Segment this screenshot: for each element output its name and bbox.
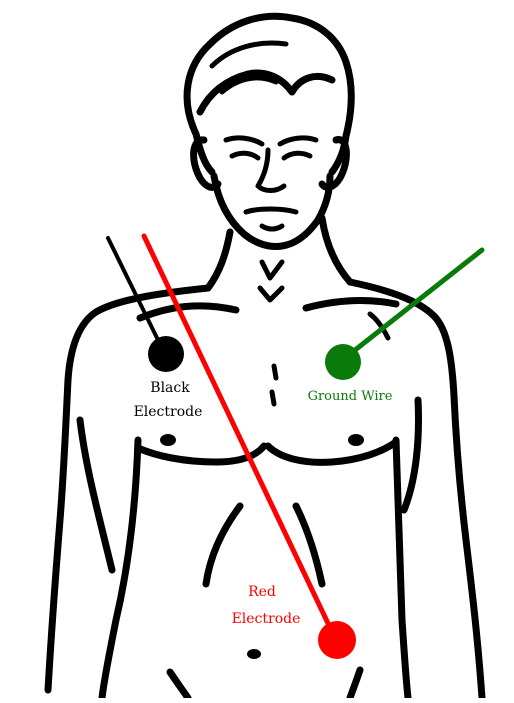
left-nipple [160, 434, 176, 446]
neck-notch [260, 288, 282, 300]
left-collarbone [140, 306, 236, 318]
nose [258, 150, 284, 191]
right-eyebrow [280, 138, 316, 144]
red-electrode-label-line2: Electrode [232, 611, 301, 627]
mouth [246, 209, 296, 212]
adams-apple [262, 262, 282, 278]
left-eyebrow [226, 138, 262, 144]
red-electrode [318, 621, 356, 659]
left-inner-arm [80, 420, 112, 570]
right-shoulder-arm [350, 282, 482, 698]
left-hip-line [170, 672, 188, 698]
neck-right [322, 218, 350, 282]
right-nipple [348, 434, 364, 446]
neck-left [208, 232, 230, 288]
right-inner-arm [404, 400, 418, 510]
right-rib [296, 506, 322, 584]
left-rib [206, 506, 240, 584]
ground-wire-group [325, 250, 482, 380]
ground-electrode [325, 344, 361, 380]
right-hip-line [350, 670, 360, 698]
ground-wire-label: Ground Wire [308, 389, 393, 404]
black-electrode [148, 336, 184, 372]
right-eye [284, 153, 310, 158]
right-pectoral [268, 442, 396, 462]
red-electrode-label-line1: Red [248, 584, 276, 600]
right-collarbone [306, 301, 396, 308]
black-electrode-label-line1: Black [150, 380, 190, 396]
torso-left-side [102, 440, 138, 698]
navel [247, 649, 261, 659]
chin-mark [262, 226, 282, 229]
left-eye [232, 153, 258, 158]
sternum-mark-2 [272, 392, 274, 404]
left-shoulder-arm [48, 288, 208, 690]
torso-right-side [396, 440, 408, 698]
black-electrode-label-line2: Electrode [134, 404, 203, 420]
sternum-mark-1 [274, 366, 276, 378]
